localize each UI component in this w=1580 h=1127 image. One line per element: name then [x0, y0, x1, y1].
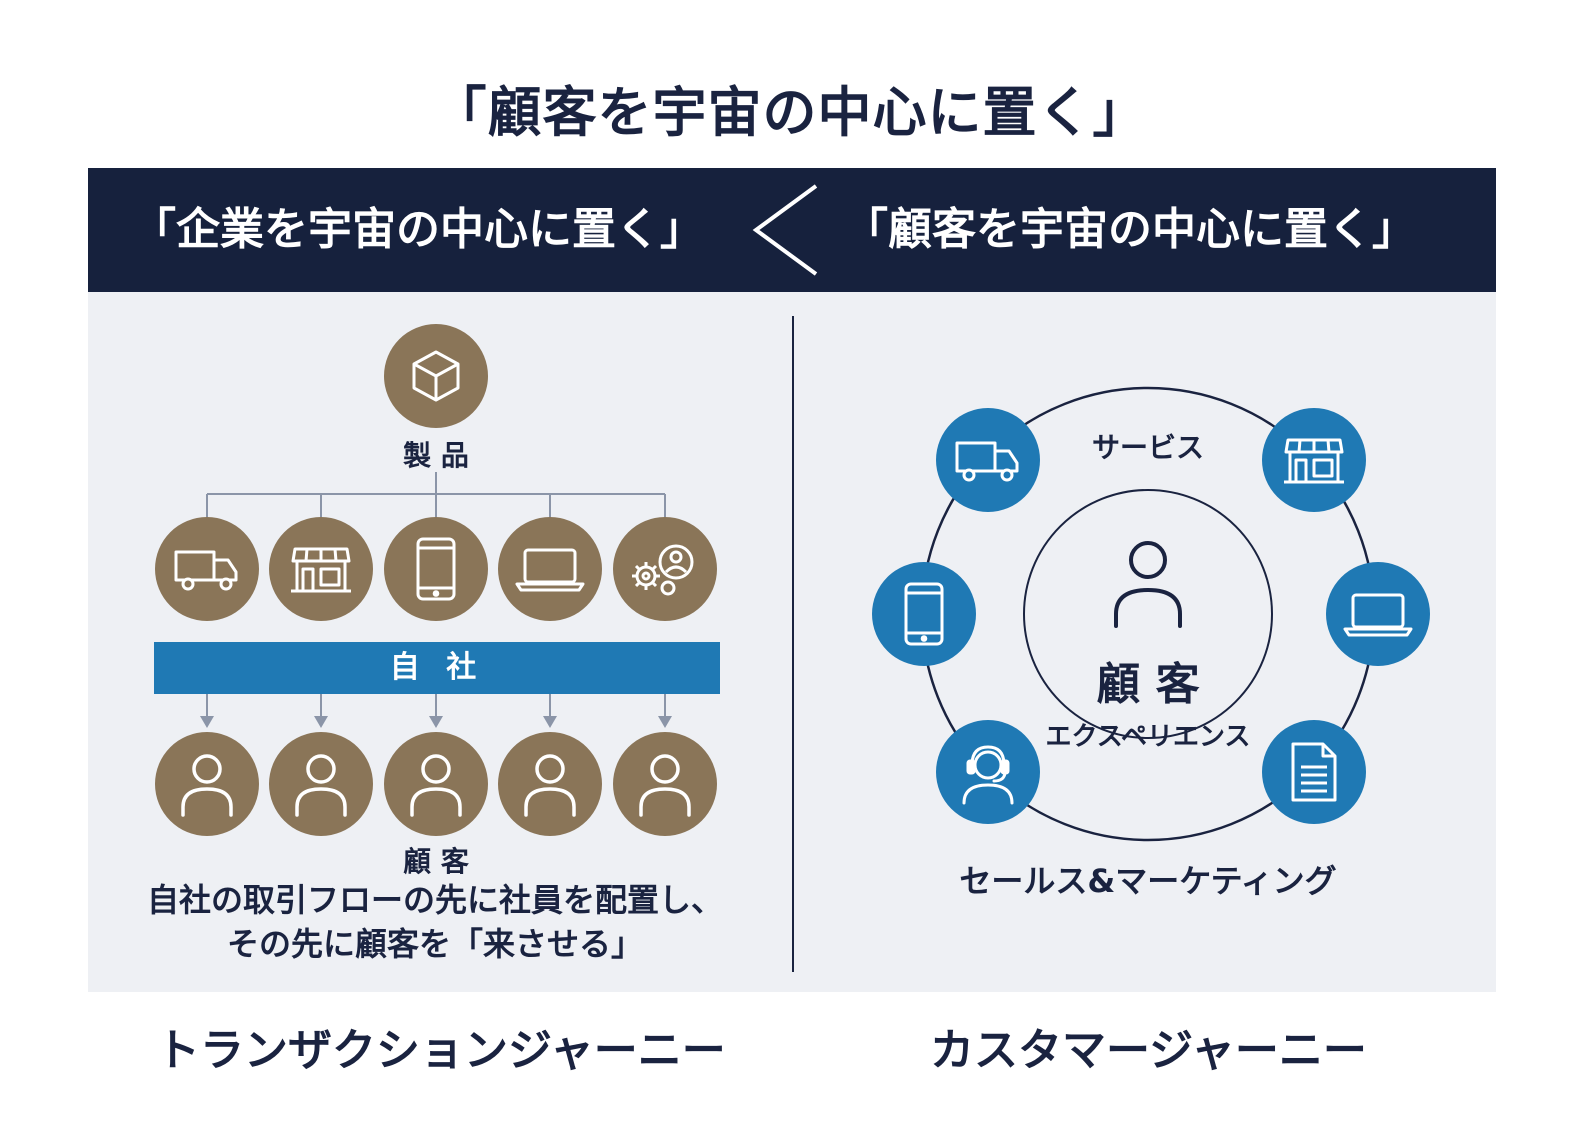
journey-node-document: [1262, 720, 1366, 824]
customer-node: [384, 732, 488, 836]
gear-person-icon: [632, 544, 694, 596]
customer-node: [155, 732, 259, 836]
journey-node-smartphone: [872, 562, 976, 666]
truck-icon: [174, 550, 238, 591]
laptop-icon: [515, 548, 585, 592]
customer-node: [613, 732, 717, 836]
person-icon: [524, 754, 576, 817]
smartphone-icon: [416, 537, 456, 601]
customer-journey-label: カスタマージャーニー: [930, 1025, 1367, 1076]
journey-node-support: [936, 720, 1040, 824]
smartphone-icon: [904, 582, 944, 646]
banner-right-text: 「顧客を宇宙の中心に置く」: [844, 204, 1416, 255]
company-bar: 自 社: [154, 642, 720, 694]
person-icon: [295, 754, 347, 817]
center-person-icon: [1114, 541, 1182, 628]
channel-node-laptop: [498, 517, 602, 621]
comparison-banner: 「企業を宇宙の中心に置く」 「顧客を宇宙の中心に置く」: [88, 168, 1496, 292]
description-line-1: 自社の取引フローの先に社員を配置し、: [146, 881, 723, 919]
store-icon: [291, 547, 351, 593]
left-description: 自社の取引フローの先に社員を配置し、 その先に顧客を「来させる」: [110, 878, 760, 966]
banner-left-text: 「企業を宇宙の中心に置く」: [132, 204, 704, 255]
channel-node-smartphone: [384, 517, 488, 621]
product-label: 製 品: [403, 439, 469, 472]
journey-node-laptop: [1326, 562, 1430, 666]
customer-node: [498, 732, 602, 836]
main-title: 「顧客を宇宙の中心に置く」: [432, 81, 1148, 144]
less-than-symbol: [752, 184, 818, 276]
headset-operator-icon: [962, 745, 1014, 805]
customer-label: 顧 客: [403, 845, 469, 878]
center-customer-label: 顧 客: [1096, 659, 1200, 710]
channel-node-truck: [155, 517, 259, 621]
laptop-icon: [1343, 593, 1413, 637]
product-node: [384, 324, 488, 428]
store-icon: [1284, 438, 1344, 484]
person-icon: [639, 754, 691, 817]
channel-node-gear-person: [613, 517, 717, 621]
customer-node: [269, 732, 373, 836]
service-label: サービス: [1091, 431, 1204, 464]
channel-node-store: [269, 517, 373, 621]
transaction-journey-label: トランザクションジャーニー: [156, 1025, 726, 1076]
experience-label: エクスペリエンス: [1045, 722, 1251, 752]
truck-icon: [955, 441, 1019, 482]
person-icon: [181, 754, 233, 817]
person-icon: [410, 754, 462, 817]
journey-node-store: [1262, 408, 1366, 512]
document-icon: [1291, 742, 1337, 802]
journey-node-truck: [936, 408, 1040, 512]
sales-marketing-label: セールス&マーケティング: [959, 862, 1337, 900]
description-line-2: その先に顧客を「来させる」: [226, 925, 643, 963]
panel-divider: [792, 316, 794, 972]
box-icon: [412, 350, 460, 402]
